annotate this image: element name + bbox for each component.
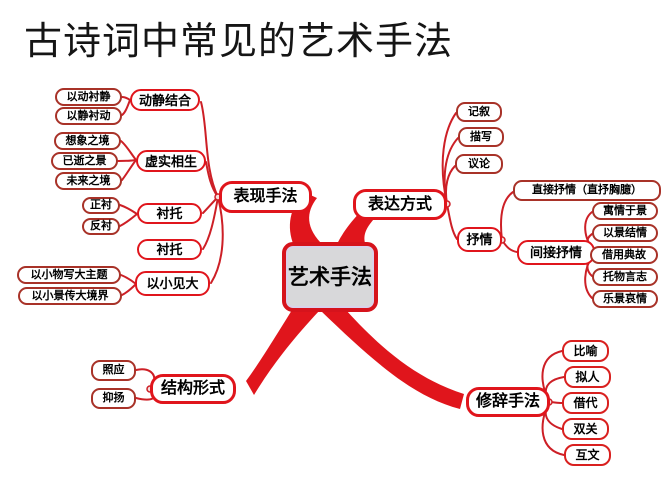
node-motion-stillness-combination: 动静结合 [130, 89, 200, 111]
node-foil-1: 衬托 [137, 203, 202, 224]
node-metonymy: 借代 [562, 392, 609, 414]
node-small-scene-big-realm: 以小景传大境界 [18, 287, 122, 305]
node-metaphor: 比喻 [562, 340, 609, 362]
node-description: 描写 [458, 127, 504, 147]
node-positive-foil: 正衬 [82, 197, 120, 214]
node-virtual-real-interplay: 虚实相生 [136, 150, 206, 172]
node-object-aspiration: 托物言志 [592, 268, 658, 286]
node-scene-ends-emotion: 以景结情 [592, 224, 658, 242]
branch-expression-modes: 表达方式 [353, 189, 447, 220]
node-echo: 照应 [91, 360, 136, 381]
node-past-scene: 已逝之景 [51, 152, 118, 170]
node-negative-foil: 反衬 [82, 218, 120, 235]
page-title: 古诗词中常见的艺术手法 [24, 21, 454, 63]
branch-structure-forms: 结构形式 [150, 374, 236, 404]
node-foil-2: 衬托 [137, 239, 202, 260]
node-future-realm: 未来之境 [55, 172, 122, 190]
node-small-to-big: 以小见大 [135, 271, 210, 296]
node-indirect-lyricism: 间接抒情 [517, 240, 595, 265]
node-emotion-in-scenery: 寓情于景 [592, 202, 658, 220]
trunk-bottom-left [246, 310, 320, 395]
node-argumentation: 议论 [455, 154, 503, 174]
node-imagined-realm: 想象之境 [54, 132, 121, 150]
node-stillness-sets-off-motion: 以静衬动 [55, 107, 122, 125]
node-happy-scene-sad-emotion: 乐景哀情 [592, 290, 658, 308]
node-direct-lyricism: 直接抒情（直抒胸臆） [513, 180, 661, 201]
node-allusion: 借用典故 [590, 246, 658, 264]
node-pun: 双关 [562, 418, 609, 440]
node-intertextuality: 互文 [564, 444, 611, 466]
trunk-bottom-right [320, 310, 464, 409]
center-node-art-techniques: 艺术手法 [282, 242, 378, 312]
branch-expression-techniques: 表现手法 [219, 181, 312, 213]
node-lyricism: 抒情 [457, 227, 502, 252]
branch-rhetorical-devices: 修辞手法 [466, 387, 550, 417]
node-motion-sets-off-stillness: 以动衬静 [55, 88, 122, 106]
node-small-object-big-theme: 以小物写大主题 [17, 266, 121, 284]
node-narration: 记叙 [456, 102, 502, 122]
node-personification: 拟人 [564, 366, 611, 388]
node-modulation: 抑扬 [91, 388, 136, 409]
